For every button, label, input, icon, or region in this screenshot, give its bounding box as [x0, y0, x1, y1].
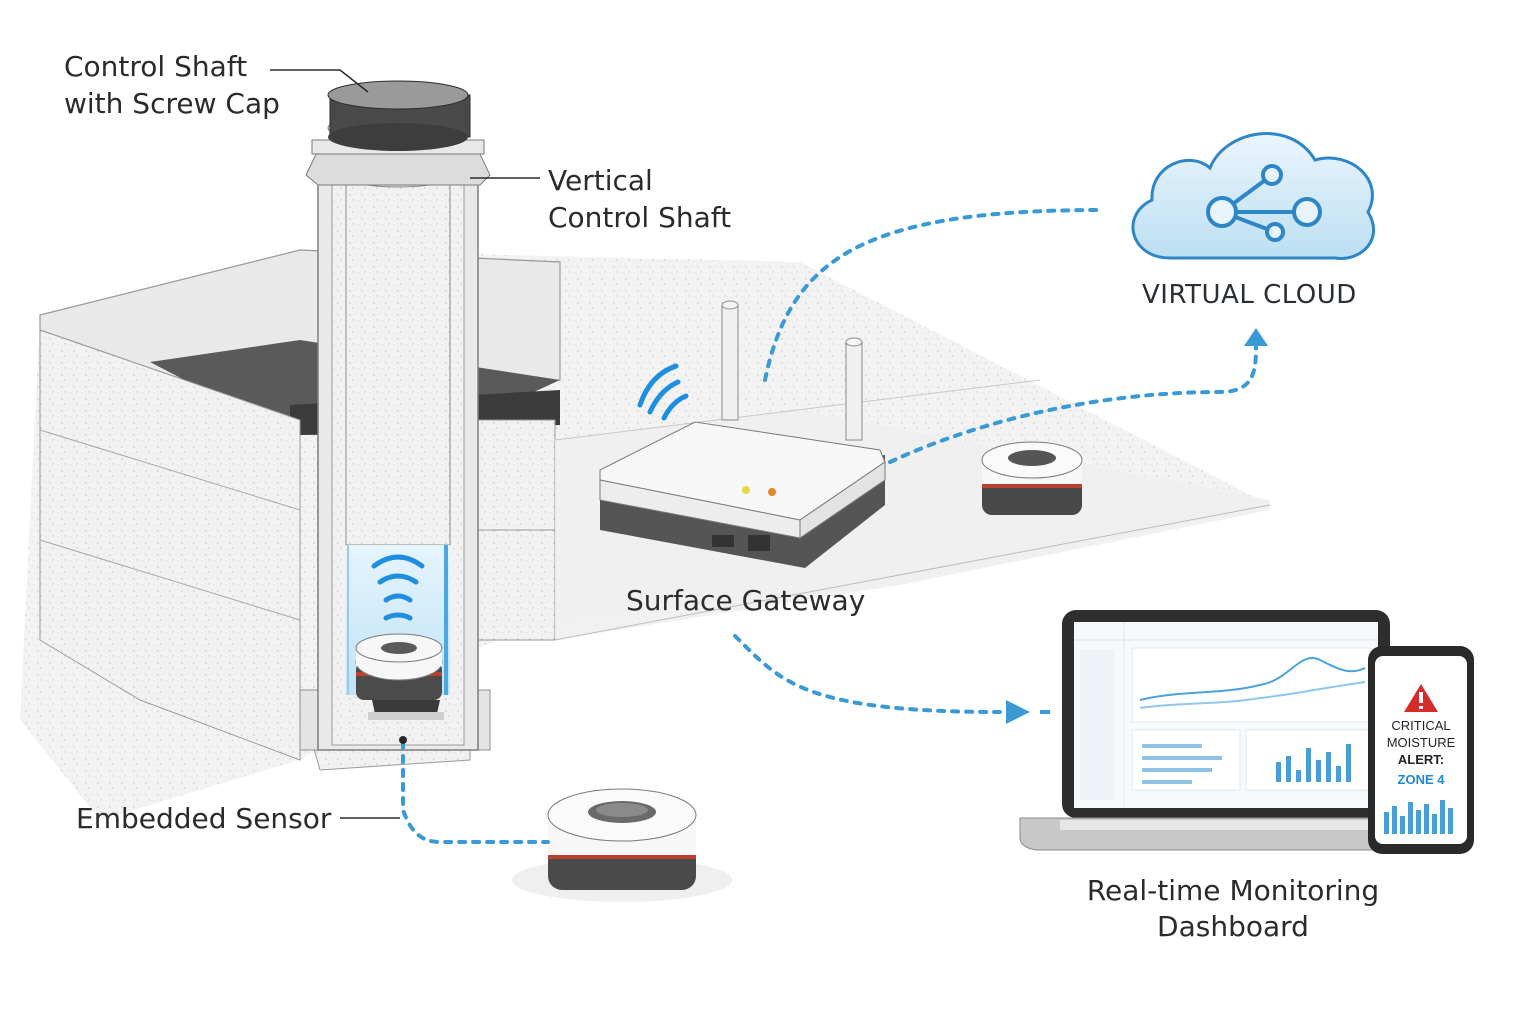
wifi-waves-icon — [637, 363, 689, 421]
label-vertical-shaft-line1: Vertical — [548, 164, 653, 197]
gateway-to-cloud-link — [763, 208, 1102, 382]
label-embedded-sensor: Embedded Sensor — [76, 802, 332, 835]
leader-lines — [270, 69, 540, 819]
alert-line1: CRITICAL — [1391, 718, 1451, 733]
surface-sensor — [981, 441, 1083, 515]
label-dashboard-line1: Real-time Monitoring — [1086, 874, 1380, 907]
alert-line2: MOISTURE — [1386, 735, 1456, 750]
gateway-to-cloud-uplink — [888, 343, 1258, 464]
arrow-right-icon — [1006, 700, 1030, 724]
embedded-sensor-in-shaft — [355, 633, 443, 700]
share-network-icon — [1206, 164, 1322, 242]
surface-gateway-device — [599, 300, 886, 568]
arrow-up-icon — [1244, 328, 1268, 346]
label-control-shaft-line1: Control Shaft — [64, 50, 248, 83]
sensor-to-ground-link — [401, 740, 550, 844]
ground-sensor — [512, 788, 732, 902]
gateway-to-dashboard-link — [733, 634, 1002, 714]
virtual-cloud — [1131, 132, 1375, 260]
link-arrows — [1006, 328, 1268, 724]
phone-alert — [1368, 646, 1474, 854]
screw-cap — [305, 80, 491, 186]
laptop-dashboard — [1019, 610, 1431, 851]
data-links — [401, 208, 1258, 844]
label-surface-gateway: Surface Gateway — [626, 584, 866, 617]
cloud-title: VIRTUAL CLOUD — [1142, 280, 1357, 310]
label-control-shaft-line2: with Screw Cap — [64, 87, 280, 120]
signal-waves-icon — [371, 554, 425, 621]
label-dashboard-line2: Dashboard — [1157, 910, 1309, 943]
label-vertical-shaft-line2: Control Shaft — [548, 201, 732, 234]
alert-line3: ALERT: — [1397, 752, 1445, 767]
alert-zone: ZONE 4 — [1397, 772, 1445, 787]
